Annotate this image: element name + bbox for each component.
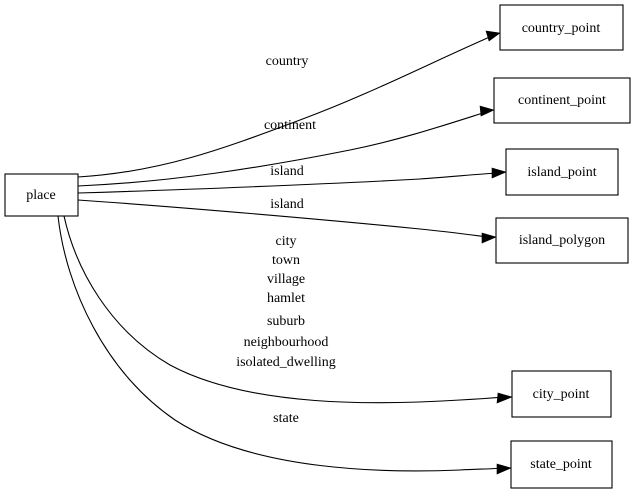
nodes-layer: place country_point continent_point isla…: [4, 4, 631, 489]
edges-layer: [57, 30, 513, 475]
node-continent-point[interactable]: continent_point: [493, 77, 631, 124]
edge-island-point[interactable]: [77, 167, 507, 194]
node-place-box: [4, 173, 79, 217]
edge-state[interactable]: [57, 215, 512, 475]
edge-continent-path: [77, 111, 487, 187]
node-island-polygon-box: [495, 217, 629, 264]
node-state-point-box: [510, 440, 613, 489]
node-island-point[interactable]: island_point: [505, 148, 619, 196]
edge-label-state: state: [273, 411, 299, 426]
edge-country[interactable]: [77, 30, 501, 178]
edge-city-path: [63, 215, 505, 404]
edge-label-country: country: [266, 54, 309, 69]
edge-city-arrowhead: [496, 392, 513, 404]
node-country-point-box: [499, 4, 624, 51]
edge-label-island-polygon: island: [270, 197, 303, 212]
edge-label-continent: continent: [264, 118, 316, 133]
node-continent-point-box: [493, 77, 631, 124]
edge-island-polygon[interactable]: [77, 199, 497, 244]
edge-label-city-multiline: city town village hamlet suburb neighbou…: [236, 234, 336, 370]
edge-label-city-line-1: town: [272, 253, 300, 268]
node-island-point-box: [505, 148, 619, 196]
edge-label-city-line-4: suburb: [267, 314, 305, 329]
edge-label-city-line-6: isolated_dwelling: [236, 355, 336, 370]
node-island-polygon[interactable]: island_polygon: [495, 217, 629, 264]
node-island-polygon-label: island_polygon: [519, 233, 605, 248]
node-country-point[interactable]: country_point: [499, 4, 624, 51]
node-place-label: place: [26, 188, 56, 203]
node-city-point[interactable]: city_point: [511, 370, 612, 418]
node-city-point-box: [511, 370, 612, 418]
edge-continent[interactable]: [77, 105, 495, 187]
edge-state-arrowhead: [496, 463, 512, 475]
edge-label-island-point: island: [270, 164, 303, 179]
edge-island-point-arrowhead: [491, 167, 507, 179]
edge-city[interactable]: [63, 215, 513, 404]
edge-island-polygon-path: [77, 199, 489, 238]
edge-island-polygon-arrowhead: [481, 232, 497, 244]
edge-state-path: [57, 215, 504, 472]
node-place[interactable]: place: [4, 173, 79, 217]
edge-labels-layer: country continent island island city tow…: [236, 54, 336, 426]
node-country-point-label: country_point: [522, 21, 601, 36]
edge-label-city-line-3: hamlet: [267, 291, 305, 306]
node-city-point-label: city_point: [533, 387, 590, 402]
node-state-point-label: state_point: [530, 457, 592, 472]
edge-label-city-line-2: village: [267, 272, 305, 287]
node-state-point[interactable]: state_point: [510, 440, 613, 489]
edge-label-city-line-5: neighbourhood: [244, 335, 329, 350]
edge-continent-arrowhead: [479, 105, 495, 117]
edge-country-path: [77, 35, 493, 178]
edge-island-point-path: [77, 172, 499, 194]
edge-country-arrowhead: [485, 30, 501, 42]
node-island-point-label: island_point: [527, 165, 596, 180]
edge-label-city-line-0: city: [276, 234, 297, 249]
node-continent-point-label: continent_point: [518, 93, 606, 108]
